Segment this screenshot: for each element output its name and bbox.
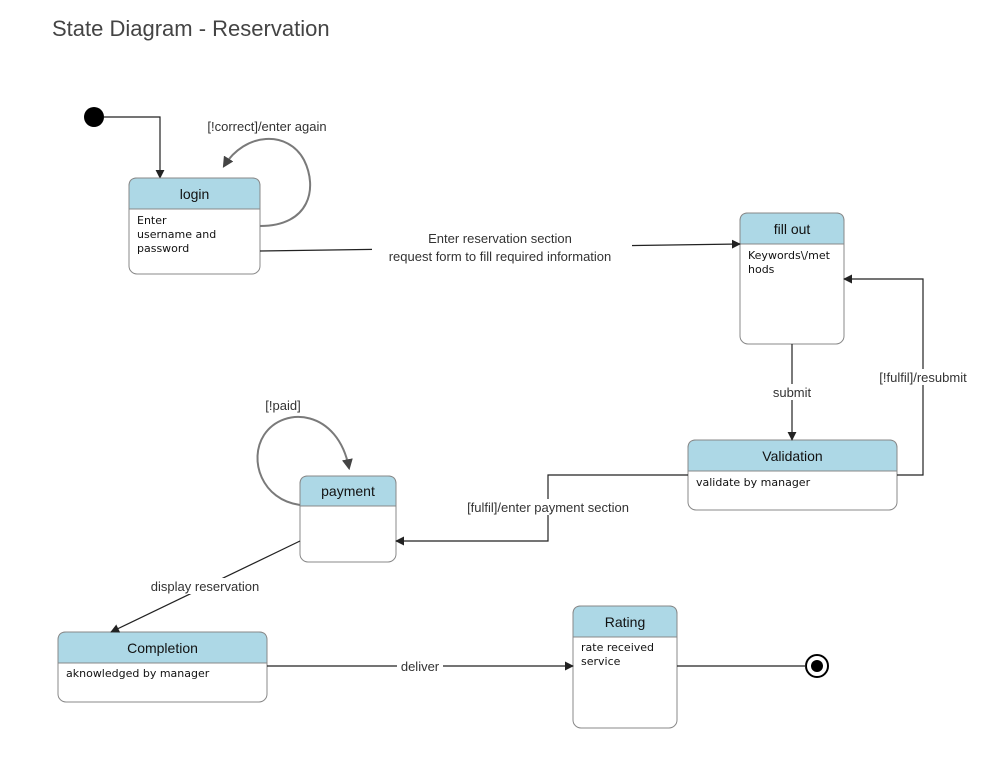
state-login-name: login: [180, 186, 210, 202]
label-login-to-fill-out-line2: request form to fill required informatio…: [389, 249, 612, 264]
label-validation-to-payment: [fulfil]/enter payment section: [467, 500, 629, 515]
state-validation-name: Validation: [762, 448, 822, 464]
state-rating[interactable]: Rating rate received service: [572, 605, 678, 729]
transition-initial-to-login: [104, 116, 165, 179]
state-fill-out-body-1: Keywords\/met: [748, 249, 831, 262]
initial-state-dot: [84, 107, 104, 127]
state-fill-out-body-2: hods: [748, 263, 775, 276]
label-login-to-fill-out-line1: Enter reservation section: [428, 231, 572, 246]
state-payment-name: payment: [321, 483, 375, 499]
label-payment-to-completion: display reservation: [151, 579, 259, 594]
final-state: [805, 654, 829, 678]
state-fill-out[interactable]: fill out Keywords\/met hods: [739, 212, 845, 345]
state-rating-body-1: rate received: [581, 641, 654, 654]
label-login-self-loop: [!correct]/enter again: [207, 119, 326, 134]
state-login-body-1: Enter: [137, 214, 167, 227]
state-validation-body-1: validate by manager: [696, 476, 811, 489]
state-completion-name: Completion: [127, 640, 198, 656]
diagram-title: State Diagram - Reservation: [52, 16, 330, 41]
state-validation[interactable]: Validation validate by manager: [687, 439, 898, 511]
state-completion-body-1: aknowledged by manager: [66, 667, 210, 680]
label-validation-to-fill-out: [!fulfil]/resubmit: [879, 370, 967, 385]
label-completion-to-rating: deliver: [401, 659, 440, 674]
state-login[interactable]: login Enter username and password: [128, 177, 261, 275]
transition-login-self-loop: [222, 137, 312, 227]
state-login-body-2: username and: [137, 228, 216, 241]
label-payment-self-loop: [!paid]: [265, 398, 300, 413]
label-fill-out-to-validation: submit: [773, 385, 812, 400]
state-rating-body-2: service: [581, 655, 621, 668]
state-completion[interactable]: Completion aknowledged by manager: [57, 631, 268, 703]
state-rating-name: Rating: [605, 614, 645, 630]
state-fill-out-name: fill out: [774, 221, 811, 237]
state-login-body-3: password: [137, 242, 189, 255]
state-payment[interactable]: payment: [299, 475, 397, 563]
transition-payment-self-loop: [256, 415, 353, 506]
